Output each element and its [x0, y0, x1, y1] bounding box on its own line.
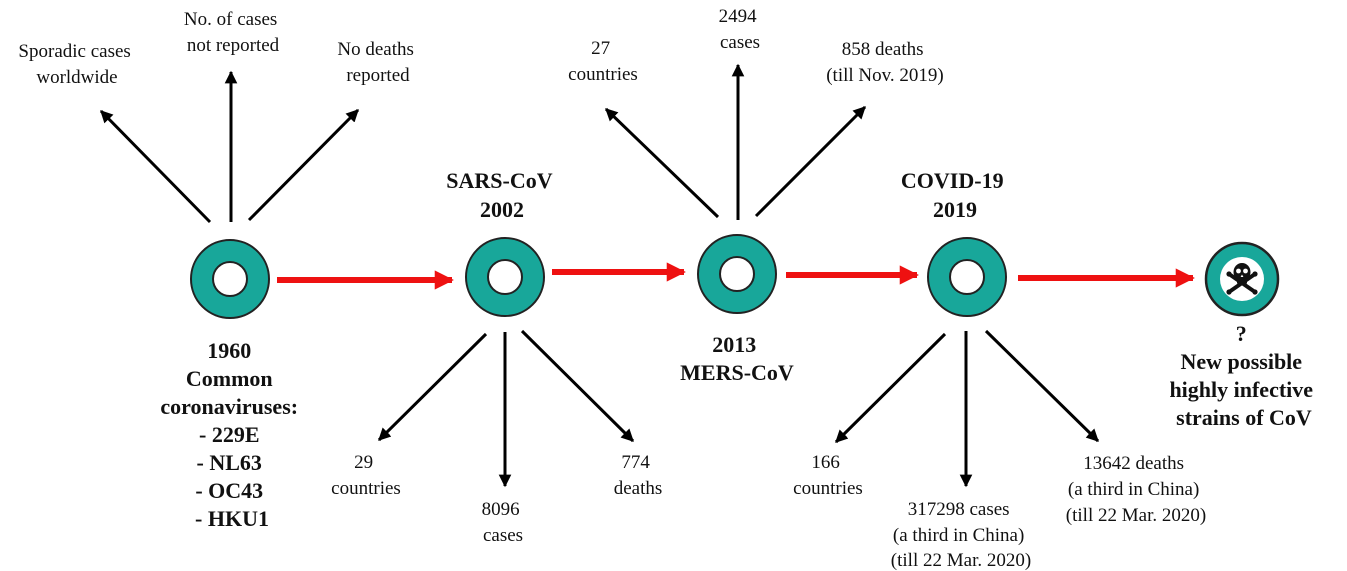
- branch-arrows: [99, 63, 1100, 488]
- branch-arrow-sporadic-cases: [99, 109, 212, 224]
- caption-future-strains: ? New possible highly infective strains …: [1169, 321, 1318, 430]
- ring-icon-fill: [467, 239, 543, 315]
- node-mers-2013: [697, 234, 777, 314]
- node-1960: [190, 239, 270, 319]
- caption-mers-cov: 2013 MERS-CoV: [680, 332, 794, 385]
- label-sars-deaths: 774 deaths: [614, 452, 663, 499]
- branch-arrow-sars-countries: [377, 332, 488, 442]
- branch-arrow-mers-countries: [604, 107, 720, 219]
- ring-icon-fill: [929, 239, 1005, 315]
- label-mers-deaths: 858 deaths (till Nov. 2019): [826, 39, 944, 86]
- node-sars-2002: [465, 237, 545, 317]
- skull-crossbones-icon: [1226, 263, 1258, 295]
- title-covid-19: COVID-19 2019: [901, 168, 1009, 222]
- label-cases-not-reported: No. of cases not reported: [184, 9, 282, 56]
- branch-arrow-covid-countries: [834, 332, 947, 444]
- label-sars-countries: 29 countries: [331, 452, 401, 499]
- branch-arrow-mers-deaths: [754, 105, 867, 218]
- label-sporadic-cases: Sporadic cases worldwide: [18, 41, 135, 88]
- label-covid-countries: 166 countries: [793, 452, 863, 499]
- ring-icon-fill: [192, 241, 268, 317]
- timeline-nodes: [190, 234, 1280, 319]
- labels: Sporadic cases worldwide No. of cases no…: [18, 6, 1318, 571]
- label-covid-cases: 317298 cases (a third in China) (till 22…: [891, 499, 1031, 571]
- caption-common-coronaviruses: 1960 Common coronaviruses: - 229E - NL63…: [160, 338, 303, 531]
- node-covid-2019: [927, 237, 1007, 317]
- label-mers-cases: 2494 cases: [719, 6, 762, 53]
- ring-icon-fill: [699, 236, 775, 312]
- label-covid-deaths: 13642 deaths (a third in China) (till 22…: [1066, 453, 1206, 526]
- node-future-strains: [1204, 241, 1280, 317]
- label-mers-countries: 27 countries: [568, 38, 638, 85]
- label-no-deaths-reported: No deaths reported: [337, 39, 418, 86]
- branch-arrow-covid-deaths: [984, 329, 1100, 443]
- branch-arrow-sars-deaths: [520, 329, 635, 443]
- timeline-arrows: [277, 262, 1195, 290]
- title-sars-cov: SARS-CoV 2002: [446, 168, 557, 222]
- branch-arrow-no-deaths: [247, 108, 360, 222]
- label-sars-cases: 8096 cases: [482, 499, 525, 546]
